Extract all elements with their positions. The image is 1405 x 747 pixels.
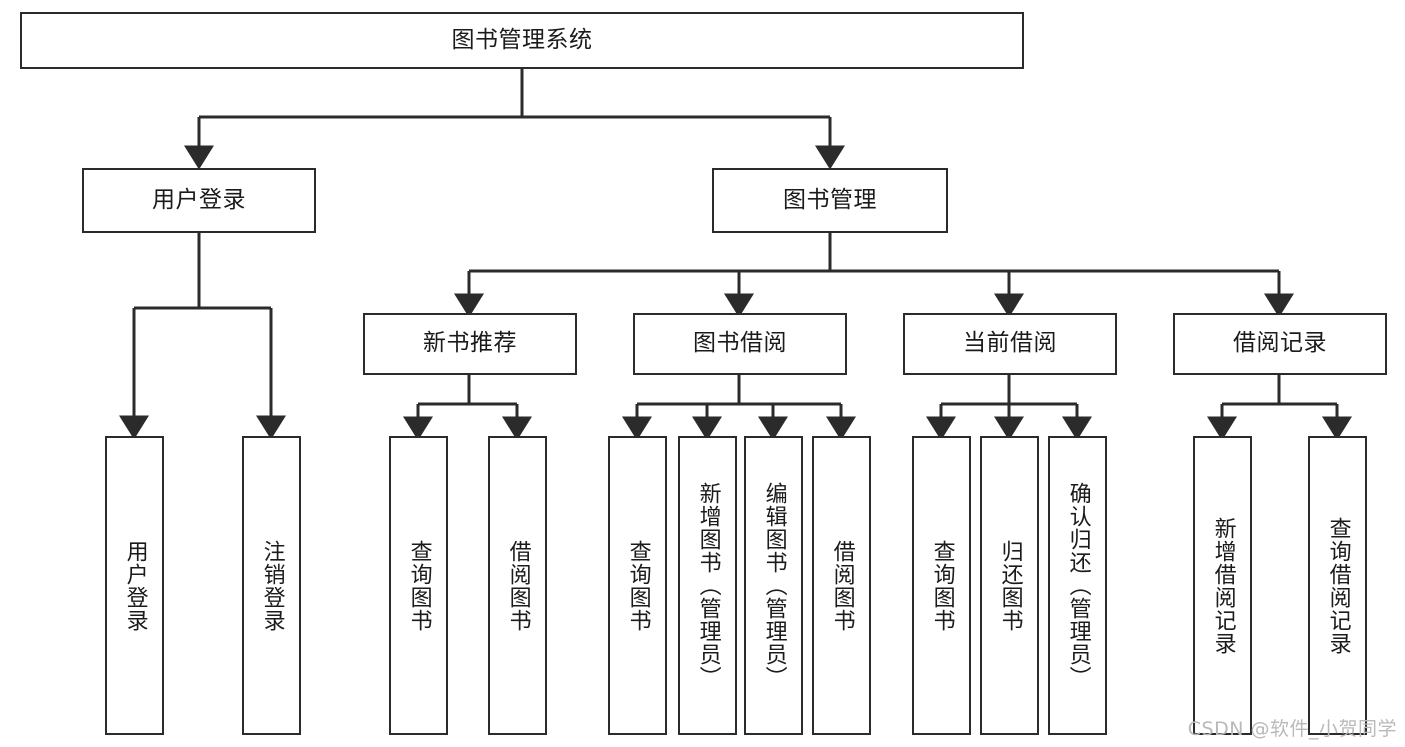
node-book-manage-label: 图书管理: [783, 186, 877, 213]
node-leaf-return-book[interactable]: 归还图书: [980, 436, 1039, 735]
node-leaf-confirm-return[interactable]: 确认归还（管理员）: [1048, 436, 1107, 735]
node-root[interactable]: 图书管理系统: [20, 12, 1024, 69]
node-leaf-borrow-book-1[interactable]: 借阅图书: [488, 436, 547, 735]
node-leaf-user-login[interactable]: 用户登录: [105, 436, 164, 735]
node-leaf-add-record[interactable]: 新增借阅记录: [1193, 436, 1252, 735]
node-leaf-query-book-2[interactable]: 查询图书: [608, 436, 667, 735]
node-current-borrow-label: 当前借阅: [963, 330, 1057, 357]
node-leaf-borrow-book-2[interactable]: 借阅图书: [812, 436, 871, 735]
node-leaf-query-book-1-label: 查询图书: [406, 539, 432, 632]
node-leaf-query-book-3[interactable]: 查询图书: [912, 436, 971, 735]
node-leaf-query-book-1[interactable]: 查询图书: [389, 436, 448, 735]
node-leaf-borrow-book-1-label: 借阅图书: [505, 539, 531, 632]
node-leaf-query-book-3-label: 查询图书: [929, 539, 955, 632]
node-leaf-return-book-label: 归还图书: [997, 539, 1023, 632]
node-leaf-query-book-2-label: 查询图书: [625, 539, 651, 632]
node-leaf-logout-login[interactable]: 注销登录: [242, 436, 301, 735]
node-leaf-add-record-label: 新增借阅记录: [1210, 516, 1236, 655]
node-borrow-record-label: 借阅记录: [1233, 330, 1327, 357]
node-borrow-record[interactable]: 借阅记录: [1173, 313, 1387, 375]
node-leaf-query-record[interactable]: 查询借阅记录: [1308, 436, 1367, 735]
node-new-book-recommend[interactable]: 新书推荐: [363, 313, 577, 375]
node-leaf-edit-book-label: 编辑图书（管理员）: [761, 482, 787, 689]
node-leaf-borrow-book-2-label: 借阅图书: [829, 539, 855, 632]
node-leaf-query-record-label: 查询借阅记录: [1325, 516, 1351, 655]
node-leaf-add-book[interactable]: 新增图书（管理员）: [678, 436, 737, 735]
node-root-label: 图书管理系统: [451, 26, 593, 53]
node-book-manage[interactable]: 图书管理: [712, 168, 948, 233]
node-leaf-add-book-label: 新增图书（管理员）: [695, 482, 721, 689]
node-new-book-recommend-label: 新书推荐: [423, 330, 517, 357]
node-book-borrow-label: 图书借阅: [693, 330, 787, 357]
node-book-borrow[interactable]: 图书借阅: [633, 313, 847, 375]
node-leaf-user-login-label: 用户登录: [122, 539, 148, 632]
node-user-login-label: 用户登录: [152, 186, 246, 213]
node-leaf-confirm-return-label: 确认归还（管理员）: [1065, 482, 1091, 689]
node-user-login[interactable]: 用户登录: [82, 168, 316, 233]
node-leaf-edit-book[interactable]: 编辑图书（管理员）: [744, 436, 803, 735]
node-current-borrow[interactable]: 当前借阅: [903, 313, 1117, 375]
node-leaf-logout-login-label: 注销登录: [259, 539, 285, 632]
